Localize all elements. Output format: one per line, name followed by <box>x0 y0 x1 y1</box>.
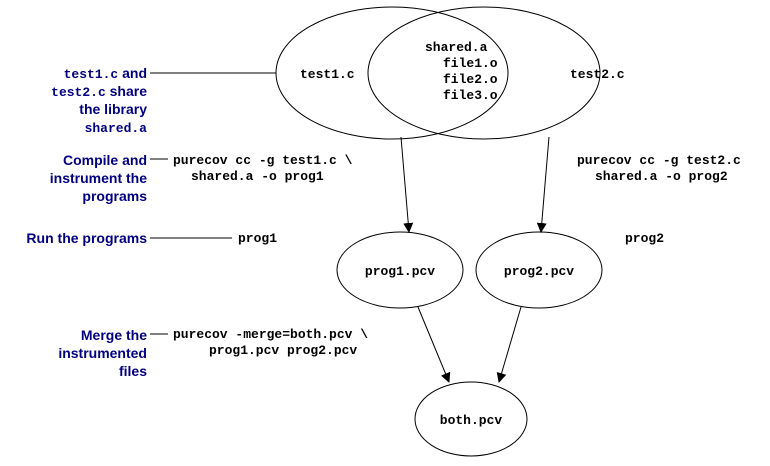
both-pcv-label: both.pcv <box>440 413 503 428</box>
shared-library-member: file1.o <box>443 56 498 71</box>
run-command-1: prog1 <box>238 231 277 246</box>
compile-label-line1: Compile and <box>63 152 147 168</box>
compile-command-2-line1: purecov cc -g test2.c <box>577 153 741 168</box>
run-label: Run the programs <box>26 230 147 246</box>
compile-command-2: purecov cc -g test2.c shared.a -o prog2 <box>577 153 741 184</box>
prog2-pcv-label: prog2.pcv <box>504 264 574 279</box>
shared-library: shared.a file1.o file2.o file3.o <box>425 40 498 103</box>
compile-command-1: purecov cc -g test1.c \ shared.a -o prog… <box>173 153 353 184</box>
test2-source-ellipse <box>367 6 601 140</box>
compile-command-2-line2: shared.a -o prog2 <box>595 169 728 184</box>
shared-library-member: file2.o <box>443 72 498 87</box>
library-label-line3: the library <box>79 101 147 117</box>
arrow-prog2-pcv-to-both-pcv <box>496 306 522 383</box>
arrow-prog1-pcv-to-both-pcv <box>417 306 451 383</box>
merge-label-line2: instrumented <box>58 345 147 361</box>
compile-command-1-line1: purecov cc -g test1.c \ <box>173 153 353 168</box>
step-label-run: Run the programs <box>26 230 147 246</box>
prog1-pcv-label: prog1.pcv <box>365 264 435 279</box>
test2-source-label: test2.c <box>570 67 625 82</box>
merge-command: purecov -merge=both.pcv \ prog1.pcv prog… <box>173 327 368 358</box>
step-label-compile: Compile and instrument the programs <box>50 152 147 204</box>
shared-library-member: file3.o <box>443 88 498 103</box>
test1-source-ellipse <box>275 6 509 140</box>
step-label-merge: Merge the instrumented files <box>58 327 147 379</box>
compile-command-1-line2: shared.a -o prog1 <box>191 169 324 184</box>
prog2-pcv-node <box>475 231 603 309</box>
run-command-2: prog2 <box>625 231 664 246</box>
library-label-line1: test1.c and <box>64 65 147 82</box>
both-pcv-node <box>414 381 528 457</box>
step-label-library: test1.c and test2.c share the library sh… <box>51 65 147 136</box>
merge-label-line3: files <box>119 363 147 379</box>
compile-label-line2: instrument the <box>50 170 147 186</box>
arrow-test1-to-prog1-pcv <box>400 136 414 233</box>
library-label-line2: test2.c share <box>51 83 147 100</box>
merge-label-line1: Merge the <box>81 327 147 343</box>
shared-library-title: shared.a <box>425 40 488 55</box>
library-label-line4: shared.a <box>85 121 148 136</box>
merge-command-line2: prog1.pcv prog2.pcv <box>209 343 357 358</box>
prog1-pcv-node <box>336 231 464 309</box>
merge-command-line1: purecov -merge=both.pcv \ <box>173 327 368 342</box>
test1-source-label: test1.c <box>300 67 355 82</box>
arrow-test2-to-prog2-pcv <box>536 136 550 233</box>
compile-label-line3: programs <box>82 188 147 204</box>
